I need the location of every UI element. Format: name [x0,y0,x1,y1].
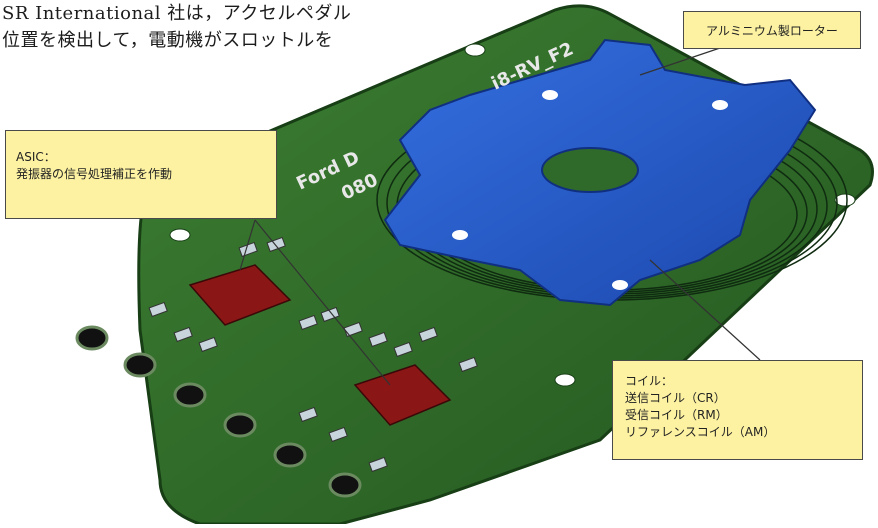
smd-components [148,236,478,473]
connector-pads [75,325,362,498]
intro-line-2: 位置を検出して，電動機がスロットルを [2,30,334,51]
callout-asic: ASIC： 発振器の信号処理補正を作動 [5,130,277,219]
intro-line-1: SR International 社は，アクセルペダル [2,3,352,24]
callout-coil: コイル： 送信コイル（CR） 受信コイル（RM） リファレンスコイル（AM） [612,360,863,460]
callout-rotor: アルミニウム製ローター [683,11,861,49]
callout-coil-title: コイル： [625,374,674,388]
aluminium-rotor [383,38,817,307]
callout-coil-item: リファレンスコイル（AM） [625,425,776,439]
callout-leaders [239,47,761,386]
callout-asic-title: ASIC： [16,150,56,164]
intro-paragraph: SR International 社は，アクセルペダル 位置を検出して，電動機が… [2,0,422,54]
callout-asic-description: 発振器の信号処理補正を作動 [16,167,173,181]
callout-coil-item: 受信コイル（RM） [625,408,728,422]
callout-coil-item: 送信コイル（CR） [625,391,726,405]
callout-rotor-label: アルミニウム製ローター [706,23,838,38]
asic-chips [188,264,452,426]
